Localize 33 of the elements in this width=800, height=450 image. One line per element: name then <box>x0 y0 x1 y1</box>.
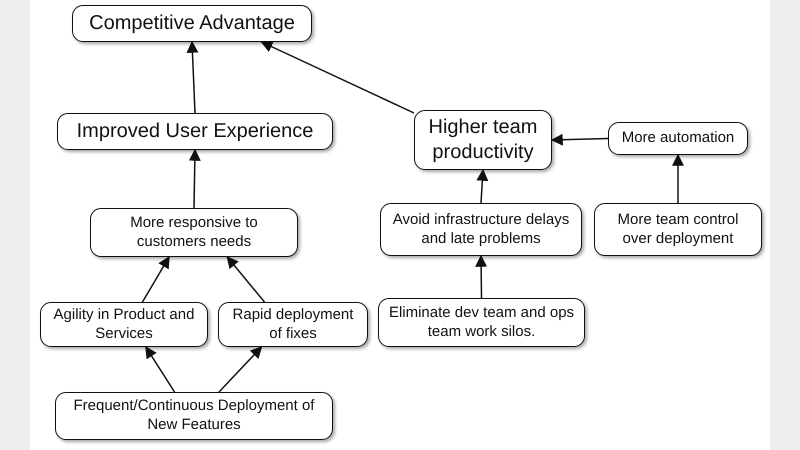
arrow <box>142 256 170 302</box>
concept-box <box>40 302 208 347</box>
node-label: Frequent/Continuous Deployment of New Features <box>72 397 316 435</box>
concept-box <box>57 113 333 150</box>
node-label: Eliminate dev team and ops team work silos. <box>388 304 576 342</box>
node-label: Competitive Advantage <box>89 11 295 36</box>
arrow <box>672 154 684 203</box>
node-label: Rapid deployment of fixes <box>232 306 354 344</box>
concept-box <box>414 110 552 170</box>
arrow <box>475 254 488 298</box>
concept-box <box>90 208 298 257</box>
concept-box <box>218 302 368 347</box>
arrow <box>476 168 488 204</box>
node-label: Avoid infrastructure delays and late problems <box>392 210 570 248</box>
arrow <box>188 148 201 208</box>
arrow <box>186 40 198 114</box>
concept-box <box>72 5 312 42</box>
node-label: More responsive to customers needs <box>129 214 259 252</box>
node-label: More team control over deployment <box>616 210 740 248</box>
node-label: Agility in Product and Services <box>52 306 196 344</box>
concept-box <box>594 203 762 256</box>
arrow <box>226 256 266 302</box>
node-label: Improved User Experience <box>76 119 314 144</box>
arrow <box>550 134 608 146</box>
concept-box <box>378 298 585 347</box>
node-label: Higher team productivity <box>428 115 538 165</box>
concept-box <box>55 392 333 440</box>
concept-box <box>608 122 748 155</box>
arrow <box>260 41 414 114</box>
arrow <box>218 346 262 393</box>
node-label: More automation <box>622 129 734 148</box>
arrow <box>145 346 176 392</box>
concept-box <box>380 203 582 256</box>
